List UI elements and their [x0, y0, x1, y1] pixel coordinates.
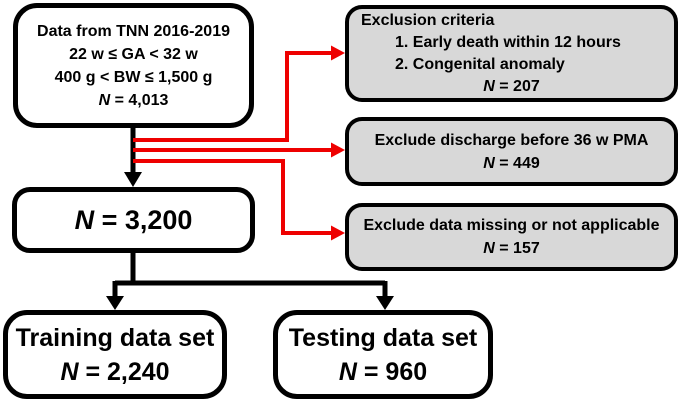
exclusion-title: Exclusion criteria — [361, 11, 495, 29]
exclusion-2-n-line: N = 449 — [483, 154, 540, 172]
arrowhead-down-cohort-icon — [124, 172, 142, 187]
testing-n-line: N = 960 — [338, 357, 428, 386]
testing-data-set-box: Testing data set N = 960 — [273, 310, 493, 399]
exclusion-item-2: 2. Congenital anomaly — [395, 55, 565, 73]
exclusion-missing-data-box: Exclude data missing or not applicable N… — [345, 203, 678, 271]
arrowhead-right-exclusion-2-icon — [331, 142, 345, 158]
exclusion-3-text: Exclude data missing or not applicable — [363, 217, 660, 234]
exclusion-criteria-box: Exclusion criteria 1. Early death within… — [345, 5, 678, 102]
exclusion-1-n-line: N = 207 — [483, 77, 540, 95]
exclusion-3-n-line: N = 157 — [483, 240, 540, 257]
training-data-set-box: Training data set N = 2,240 — [3, 310, 227, 399]
exclusion-2-text: Exclude discharge before 36 w PMA — [374, 131, 649, 149]
source-n-line: N = 4,013 — [98, 91, 169, 109]
arrowhead-down-training-icon — [106, 296, 124, 310]
training-n-line: N = 2,240 — [60, 357, 170, 386]
source-data-box: Data from TNN 2016-2019 22 w ≤ GA < 32 w… — [13, 3, 254, 128]
exclusion-item-1: 1. Early death within 12 hours — [395, 33, 621, 51]
arrowhead-right-exclusion-1-icon — [331, 45, 345, 61]
split-stubs — [112, 281, 388, 297]
arrowhead-right-exclusion-3-icon — [331, 225, 345, 241]
source-line-1: Data from TNN 2016-2019 — [37, 22, 230, 40]
source-line-2: 22 w ≤ GA < 32 w — [69, 45, 198, 63]
testing-title: Testing data set — [288, 323, 478, 352]
cohort-n-line: N = 3,200 — [74, 204, 193, 235]
source-line-3: 400 g < BW ≤ 1,500 g — [54, 68, 213, 86]
training-title: Training data set — [15, 323, 215, 352]
final-cohort-box: N = 3,200 — [12, 187, 255, 253]
arrowhead-down-testing-icon — [376, 296, 394, 310]
exclusion-discharge-box: Exclude discharge before 36 w PMA N = 44… — [345, 117, 678, 186]
